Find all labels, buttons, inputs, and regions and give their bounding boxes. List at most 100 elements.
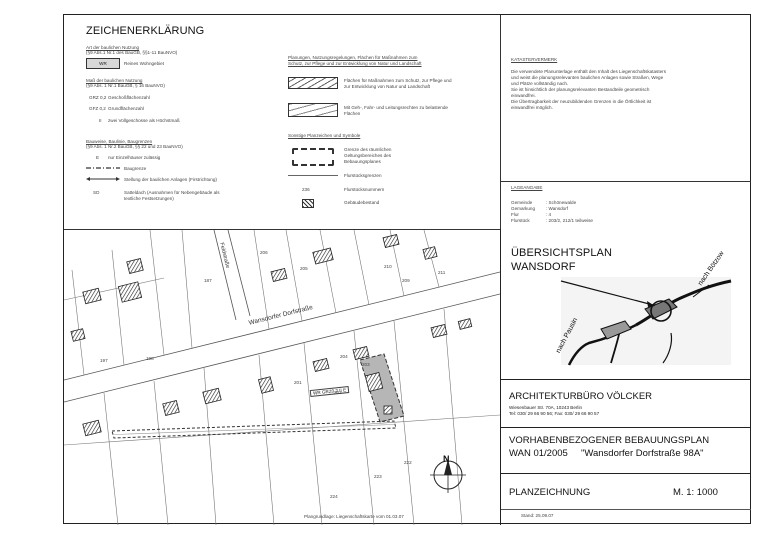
legend-section-planungen: Planungen, Nutzungsregelungen, Flächen f…	[288, 55, 418, 60]
legend-section-mass: Maß der baulichen Nutzung	[86, 78, 143, 83]
parcel-number: 223	[374, 474, 382, 479]
parcel-number: 204	[340, 354, 348, 359]
parcel-number: 198	[146, 356, 154, 361]
notes-line-3: und Plätze vollständig nach.	[511, 81, 569, 86]
overview-subtitle: WANSDORF	[511, 261, 576, 273]
baugrenze-symbol	[86, 167, 120, 169]
stand-rule	[501, 509, 751, 510]
parcel-number: 206	[260, 250, 268, 255]
flurnummer-label: Flurstücksnummern	[344, 187, 385, 192]
site-map-panel: Wansdorfer Dorfstraße Feldstraße WR GRZ0…	[64, 230, 500, 525]
parcel-number: 211	[438, 270, 446, 275]
notes-line-4: Sie ist hinsichtlich der planungsrelevan…	[511, 87, 650, 92]
gfz-code: GFZ 0,2	[89, 106, 106, 111]
gebaeude-label: Gebäudebestand	[344, 200, 380, 205]
architect-name: ARCHITEKTURBÜRO VÖLCKER	[509, 391, 653, 402]
e-label: nur Einzelhäuser zulässig	[108, 155, 161, 160]
gebaeude-symbol	[302, 199, 314, 208]
wr-symbol: WR	[86, 58, 120, 69]
parcel-number: 197	[100, 358, 108, 363]
grz-label: Geschoßflächenzahl	[108, 95, 150, 100]
parcel-number: 201	[294, 380, 302, 385]
notes-title: KATASTERVERMERK	[511, 57, 558, 62]
geh-label: Mit Geh-, Fahr- und Leitungsrechten zu b…	[344, 105, 448, 110]
legend-panel: ZEICHENERKLÄRUNG Art der baulichen Nutzu…	[64, 15, 500, 229]
plan-number: WAN 01/2005	[509, 448, 568, 459]
parcel-number: 209	[402, 278, 410, 283]
plan-sheet: ZEICHENERKLÄRUNG Art der baulichen Nutzu…	[63, 14, 751, 525]
legend-section-art-ref: (§9 Abs.1 Nr.1 des BauGB, §§1-11 BauNVO)	[86, 50, 178, 55]
parcel-number: 202	[334, 390, 342, 395]
lage-val-2: : 4	[546, 212, 552, 217]
lage-val-0: : Schönewalde	[546, 200, 577, 205]
flaechen-label-2: zur Entwicklung von Natur und Landschaft	[344, 84, 431, 89]
flurstuecksgrenzen-label: Flurstücksgrenzen	[344, 173, 382, 178]
legend-section-art: Art der baulichen Nutzung	[86, 45, 140, 50]
geltungsbereich-symbol	[292, 148, 334, 166]
sd-label: Satteldach (Ausnahmen für Nebengebäude a…	[124, 190, 220, 195]
notes-line-5: einwandfrei.	[511, 93, 536, 98]
sd-code: SD	[93, 190, 100, 195]
legend-title: ZEICHENERKLÄRUNG	[86, 25, 205, 37]
lage-key-3: Flurstück	[511, 218, 530, 223]
architect-address: Wiesenbauer Str. 70A, 10243 Berlin	[509, 405, 583, 410]
overview-title: ÜBERSICHTSPLAN	[511, 247, 613, 259]
firstrichtung-label: Stellung der baulichen Anlagen (Firstric…	[124, 177, 217, 182]
lage-top-rule	[501, 181, 751, 182]
parcel-number: 205	[300, 266, 308, 271]
flurstuecksgrenze-symbol	[288, 175, 338, 176]
lage-title: LAGEANGABE	[511, 185, 543, 190]
overview-panel: ÜBERSICHTSPLAN WANSDORF nach Bötzow nach…	[501, 229, 751, 379]
notes-line-7: einwandfrei möglich.	[511, 105, 553, 110]
gfz-label: Grundflächenzahl	[108, 106, 145, 111]
ii-label: zwei Vollgeschosse als Höchstmaß	[108, 118, 180, 123]
legend-notes-divider	[500, 15, 501, 229]
flaechen-label: Flächen für Maßnahmen zum Schutz, zur Pf…	[344, 78, 452, 83]
geh-symbol	[288, 103, 338, 117]
north-label: N	[443, 454, 450, 464]
architect-top-rule	[501, 379, 751, 380]
sd-label-2: textliche Festsetzungen)	[124, 196, 174, 201]
lage-val-3: : 203/2, 212/1 teilweise	[546, 218, 593, 223]
lage-val-1: : Wansdorf	[546, 206, 569, 211]
plan-scale: M. 1: 1000	[673, 487, 718, 498]
legend-map-divider	[64, 229, 500, 230]
lage-key-1: Gemarkung	[511, 206, 536, 211]
plan-title: VORHABENBEZOGENER BEBAUUNGSPLAN	[509, 435, 710, 446]
parcel-number: 224	[330, 494, 338, 499]
plan-top-rule	[501, 427, 751, 428]
plan-name: "Wansdorfer Dorfstraße 98A"	[581, 448, 704, 459]
grenze-label: Grenze des räumlichen	[344, 147, 392, 152]
map-right-divider	[500, 229, 501, 525]
parcel-number: 210	[384, 264, 392, 269]
architect-block: ARCHITEKTURBÜRO VÖLCKER Wiesenbauer Str.…	[501, 379, 751, 427]
grenze-label-3: Bebauungsplanes	[344, 159, 381, 164]
notes-line-2: und weist die planungsrelevanten baulich…	[511, 75, 664, 80]
parcel-number: 187	[204, 278, 212, 283]
legend-section-sonstige: Sonstige Planzeichen und Symbole	[288, 133, 361, 138]
overview-map	[560, 277, 732, 366]
legend-section-mass-ref: (§9 Abs. 1 Nr.1 BauGB, § 16 BauNVO)	[86, 83, 165, 88]
plan-type: PLANZEICHNUNG	[509, 487, 591, 498]
plan-title-block: VORHABENBEZOGENER BEBAUUNGSPLAN WAN 01/2…	[501, 427, 751, 473]
firstrichtung-symbol	[86, 177, 120, 181]
ii-code: II	[99, 118, 102, 123]
planzeichnung-block: PLANZEICHNUNG M. 1: 1000 Stand: 25.09.07	[501, 473, 751, 525]
lage-key-0: Gemeinde	[511, 200, 533, 205]
grenze-label-2: Geltungsbereiches des	[344, 153, 391, 158]
parcel-number: 203	[362, 362, 370, 367]
parcel-number: 222	[404, 460, 412, 465]
geh-label-2: Flächen	[344, 111, 361, 116]
legend-section-bauweise: Bauweise, Baulinie, Baugrenzen	[86, 139, 153, 144]
wr-label: Reines Wohngebiet	[124, 61, 165, 66]
notes-line-1: Die verwendete Planunterlage enthält den…	[511, 69, 667, 74]
legend-section-planungen-2: Schutz, zur Pflege und zur Entwicklung v…	[288, 61, 422, 66]
baugrenze-label: Baugrenze	[124, 166, 147, 171]
flaechen-symbol	[288, 77, 338, 89]
notes-panel: KATASTERVERMERK Die verwendete Planunter…	[501, 15, 751, 229]
map-footer: Plangrundlage: Liegenschaftskarte vom 01…	[304, 514, 404, 519]
flurnummer-code: 236	[302, 187, 310, 192]
site-map	[64, 230, 500, 525]
lage-key-2: Flur	[511, 212, 519, 217]
notes-line-6: Die Übertragbarkeit der neuzubildenden G…	[511, 99, 652, 104]
